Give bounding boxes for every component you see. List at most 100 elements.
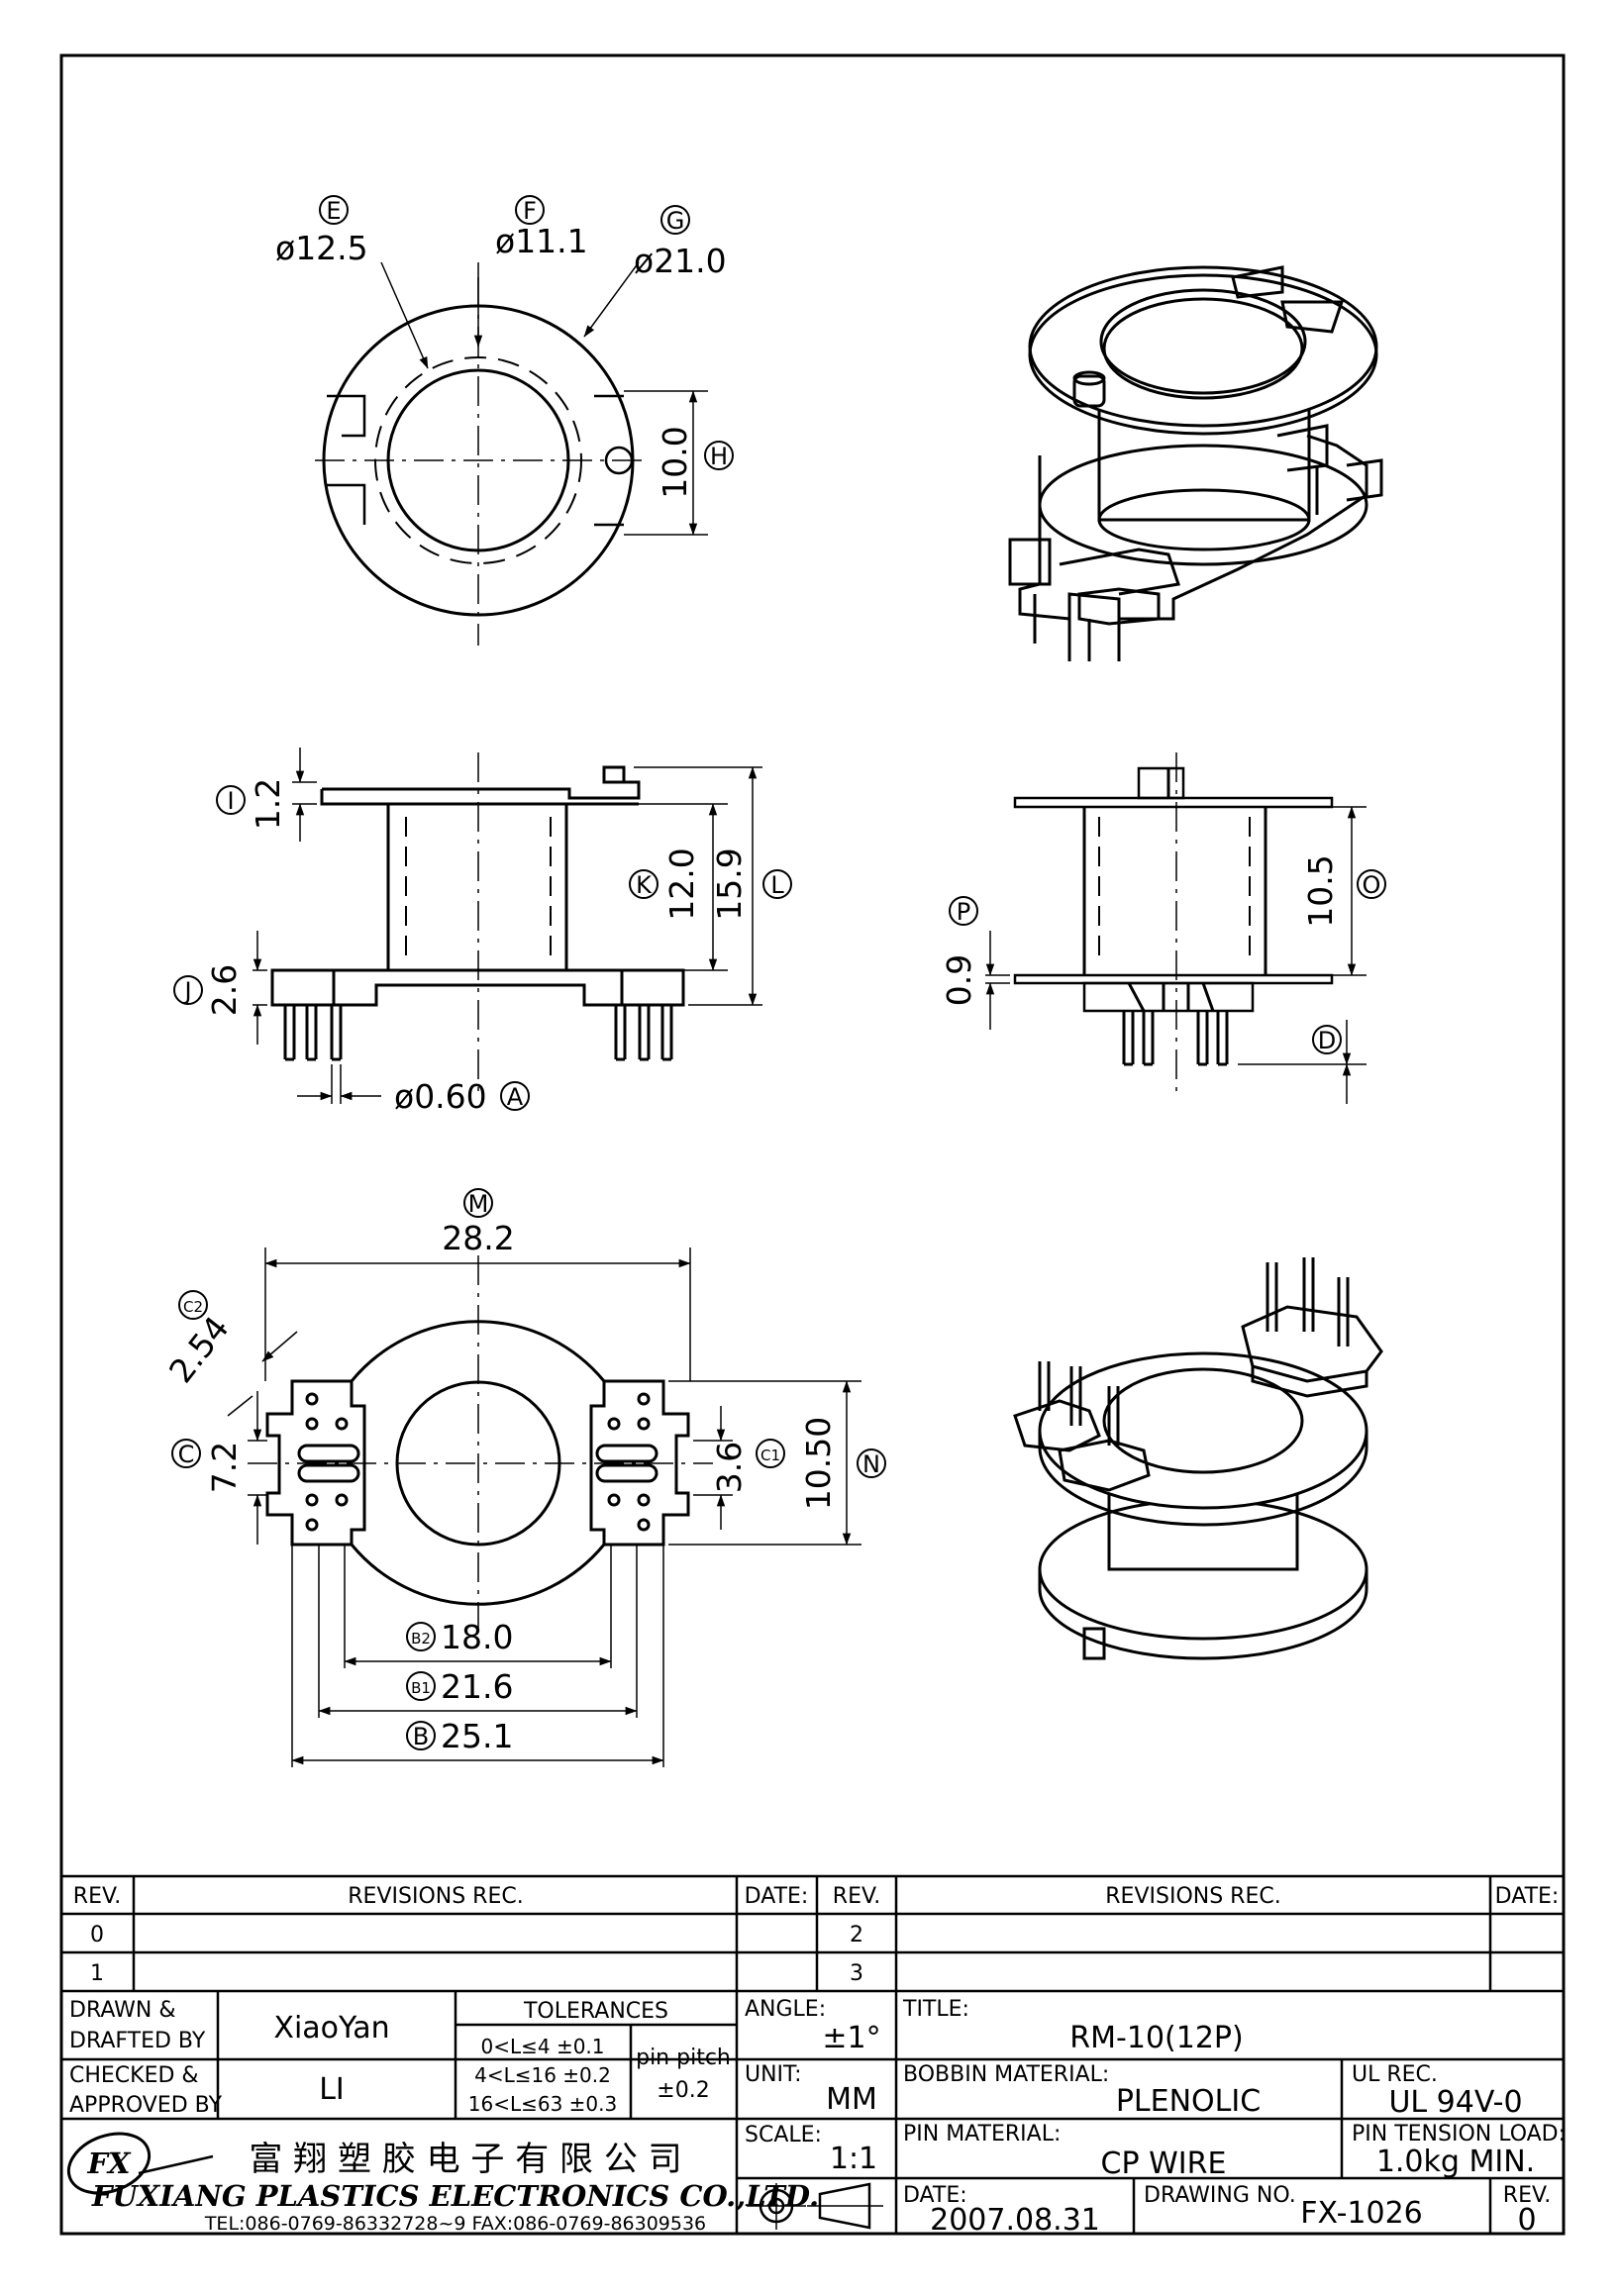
- drawn-by: XiaoYan: [273, 2011, 389, 2046]
- company-logo: [66, 2132, 152, 2195]
- dim-h: 10.0: [656, 426, 694, 498]
- label-g: G: [666, 207, 685, 235]
- bottom-view-text: M C2 C C1 N B2 B1 B 28.2 2.54 7.2 3.6 10…: [161, 1190, 880, 1755]
- drawn-label-2: DRAFTED BY: [69, 2029, 206, 2053]
- drawing-no-label: DRAWING NO.: [1144, 2183, 1296, 2208]
- label-n: N: [862, 1450, 880, 1478]
- dim-g: ø21.0: [634, 242, 727, 280]
- pin-material-label: PIN MATERIAL:: [903, 2122, 1061, 2146]
- label-o: O: [1363, 871, 1381, 899]
- rev-label: REV.: [1503, 2183, 1551, 2208]
- tol-row-3: 16<L≤63 ±0.3: [468, 2092, 617, 2116]
- bobbin-material-label: BOBBIN MATERIAL:: [903, 2062, 1109, 2087]
- checked-by: LI: [319, 2072, 345, 2107]
- dim-b1: 21.6: [441, 1667, 513, 1706]
- label-c: C: [178, 1441, 195, 1468]
- label-c2: C2: [183, 1298, 203, 1316]
- date-label: DATE:: [903, 2183, 967, 2208]
- date-header-left: DATE:: [745, 1884, 809, 1909]
- label-b1: B1: [411, 1679, 431, 1697]
- side-view-text: P O D 0.9 10.5: [940, 854, 1380, 1054]
- pin-pitch-label: pin pitch: [636, 2046, 731, 2070]
- unit-value: MM: [826, 2082, 877, 2117]
- dim-b: 25.1: [441, 1717, 513, 1755]
- angle-value: ±1°: [822, 2021, 880, 2055]
- logo-text: FX: [86, 2146, 132, 2180]
- dim-c2: 2.54: [161, 1309, 237, 1390]
- pin-tension-label: PIN TENSION LOAD:: [1352, 2122, 1566, 2146]
- label-e: E: [326, 197, 341, 225]
- dim-l: 15.9: [710, 848, 749, 920]
- iso-view-top: [1008, 265, 1383, 661]
- dim-m: 28.2: [442, 1219, 514, 1257]
- dim-j: 2.6: [205, 964, 244, 1016]
- label-m: M: [468, 1190, 489, 1218]
- dim-i: 1.2: [249, 778, 287, 830]
- dim-p: 0.9: [940, 954, 978, 1006]
- title-block-text: REV. REVISIONS REC. DATE: REV. REVISIONS…: [69, 1884, 1566, 2238]
- label-l: L: [770, 871, 784, 899]
- label-c1: C1: [760, 1447, 780, 1464]
- label-p: P: [957, 898, 970, 926]
- scale-value: 1:1: [830, 2142, 877, 2176]
- tolerances-title: TOLERANCES: [523, 1999, 668, 2024]
- drawing-border: [59, 53, 1566, 2236]
- label-a: A: [507, 1083, 524, 1111]
- dim-k: 12.0: [662, 848, 701, 920]
- label-b: B: [413, 1723, 429, 1750]
- rev-row-3: 3: [850, 1961, 863, 1986]
- dim-b2: 18.0: [441, 1618, 513, 1656]
- dim-g-leader: [583, 261, 640, 338]
- rev-header-left: REV.: [73, 1884, 121, 1909]
- pin-material-value: CP WIRE: [1101, 2146, 1227, 2181]
- label-k: K: [636, 871, 653, 899]
- label-f: F: [523, 197, 537, 225]
- label-j: J: [182, 977, 191, 1005]
- rev-row-1: 1: [90, 1961, 104, 1986]
- bobbin-material-value: PLENOLIC: [1116, 2084, 1261, 2119]
- title-value: RM-10(12P): [1069, 2021, 1243, 2055]
- company-name-en: FUXIANG PLASTICS ELECTRONICS CO.,LTD.: [91, 2179, 819, 2213]
- dim-c: 7.2: [205, 1442, 244, 1493]
- front-view-text: I K L J A 1.2 12.0 15.9 2.6 ø0.60: [182, 778, 784, 1116]
- dim-n: 10.50: [799, 1417, 838, 1510]
- dim-e-leader: [380, 261, 429, 369]
- scale-label: SCALE:: [745, 2123, 822, 2147]
- ul-rec-value: UL 94V-0: [1388, 2085, 1522, 2120]
- dim-o: 10.5: [1301, 854, 1340, 927]
- label-d: D: [1318, 1027, 1336, 1054]
- checked-label-2: APPROVED BY: [69, 2093, 223, 2118]
- tol-row-2: 4<L≤16 ±0.2: [474, 2063, 611, 2087]
- ul-rec-label: UL REC.: [1352, 2062, 1438, 2087]
- unit-label: UNIT:: [745, 2062, 801, 2087]
- date-header-right: DATE:: [1495, 1884, 1560, 1909]
- angle-label: ANGLE:: [745, 1997, 826, 2022]
- rev-row-0: 0: [90, 1923, 104, 1947]
- company-name-cn: 富 翔 塑 胶 电 子 有 限 公 司: [249, 2140, 681, 2179]
- label-i: I: [227, 787, 234, 815]
- title-label: TITLE:: [902, 1997, 969, 2022]
- bottom-view: [171, 1188, 886, 1767]
- dim-c1: 3.6: [710, 1442, 749, 1493]
- checked-label-1: CHECKED &: [69, 2063, 199, 2088]
- dim-a: ø0.60: [394, 1077, 487, 1116]
- pin-tension-value: 1.0kg MIN.: [1376, 2145, 1535, 2179]
- pin-pitch-value: ±0.2: [657, 2078, 709, 2103]
- revisions-header-left: REVISIONS REC.: [348, 1884, 523, 1909]
- revisions-header-right: REVISIONS REC.: [1105, 1884, 1280, 1909]
- rev-header-right: REV.: [833, 1884, 880, 1909]
- rev-row-2: 2: [850, 1923, 863, 1947]
- front-view: [173, 748, 792, 1111]
- tol-row-1: 0<L≤4 ±0.1: [480, 2035, 604, 2058]
- drawing-no-value: FX-1026: [1300, 2196, 1423, 2231]
- title-block: [61, 1874, 1564, 2234]
- iso-view-bottom: [1013, 1257, 1383, 1660]
- rev-value: 0: [1517, 2203, 1536, 2238]
- drawn-label-1: DRAWN &: [69, 1998, 176, 2023]
- date-value: 2007.08.31: [930, 2203, 1100, 2238]
- dim-f: ø11.1: [495, 222, 588, 260]
- top-view-text: E F G H ø12.5 ø11.1 ø21.0 10.0: [275, 197, 728, 499]
- label-b2: B2: [411, 1630, 431, 1647]
